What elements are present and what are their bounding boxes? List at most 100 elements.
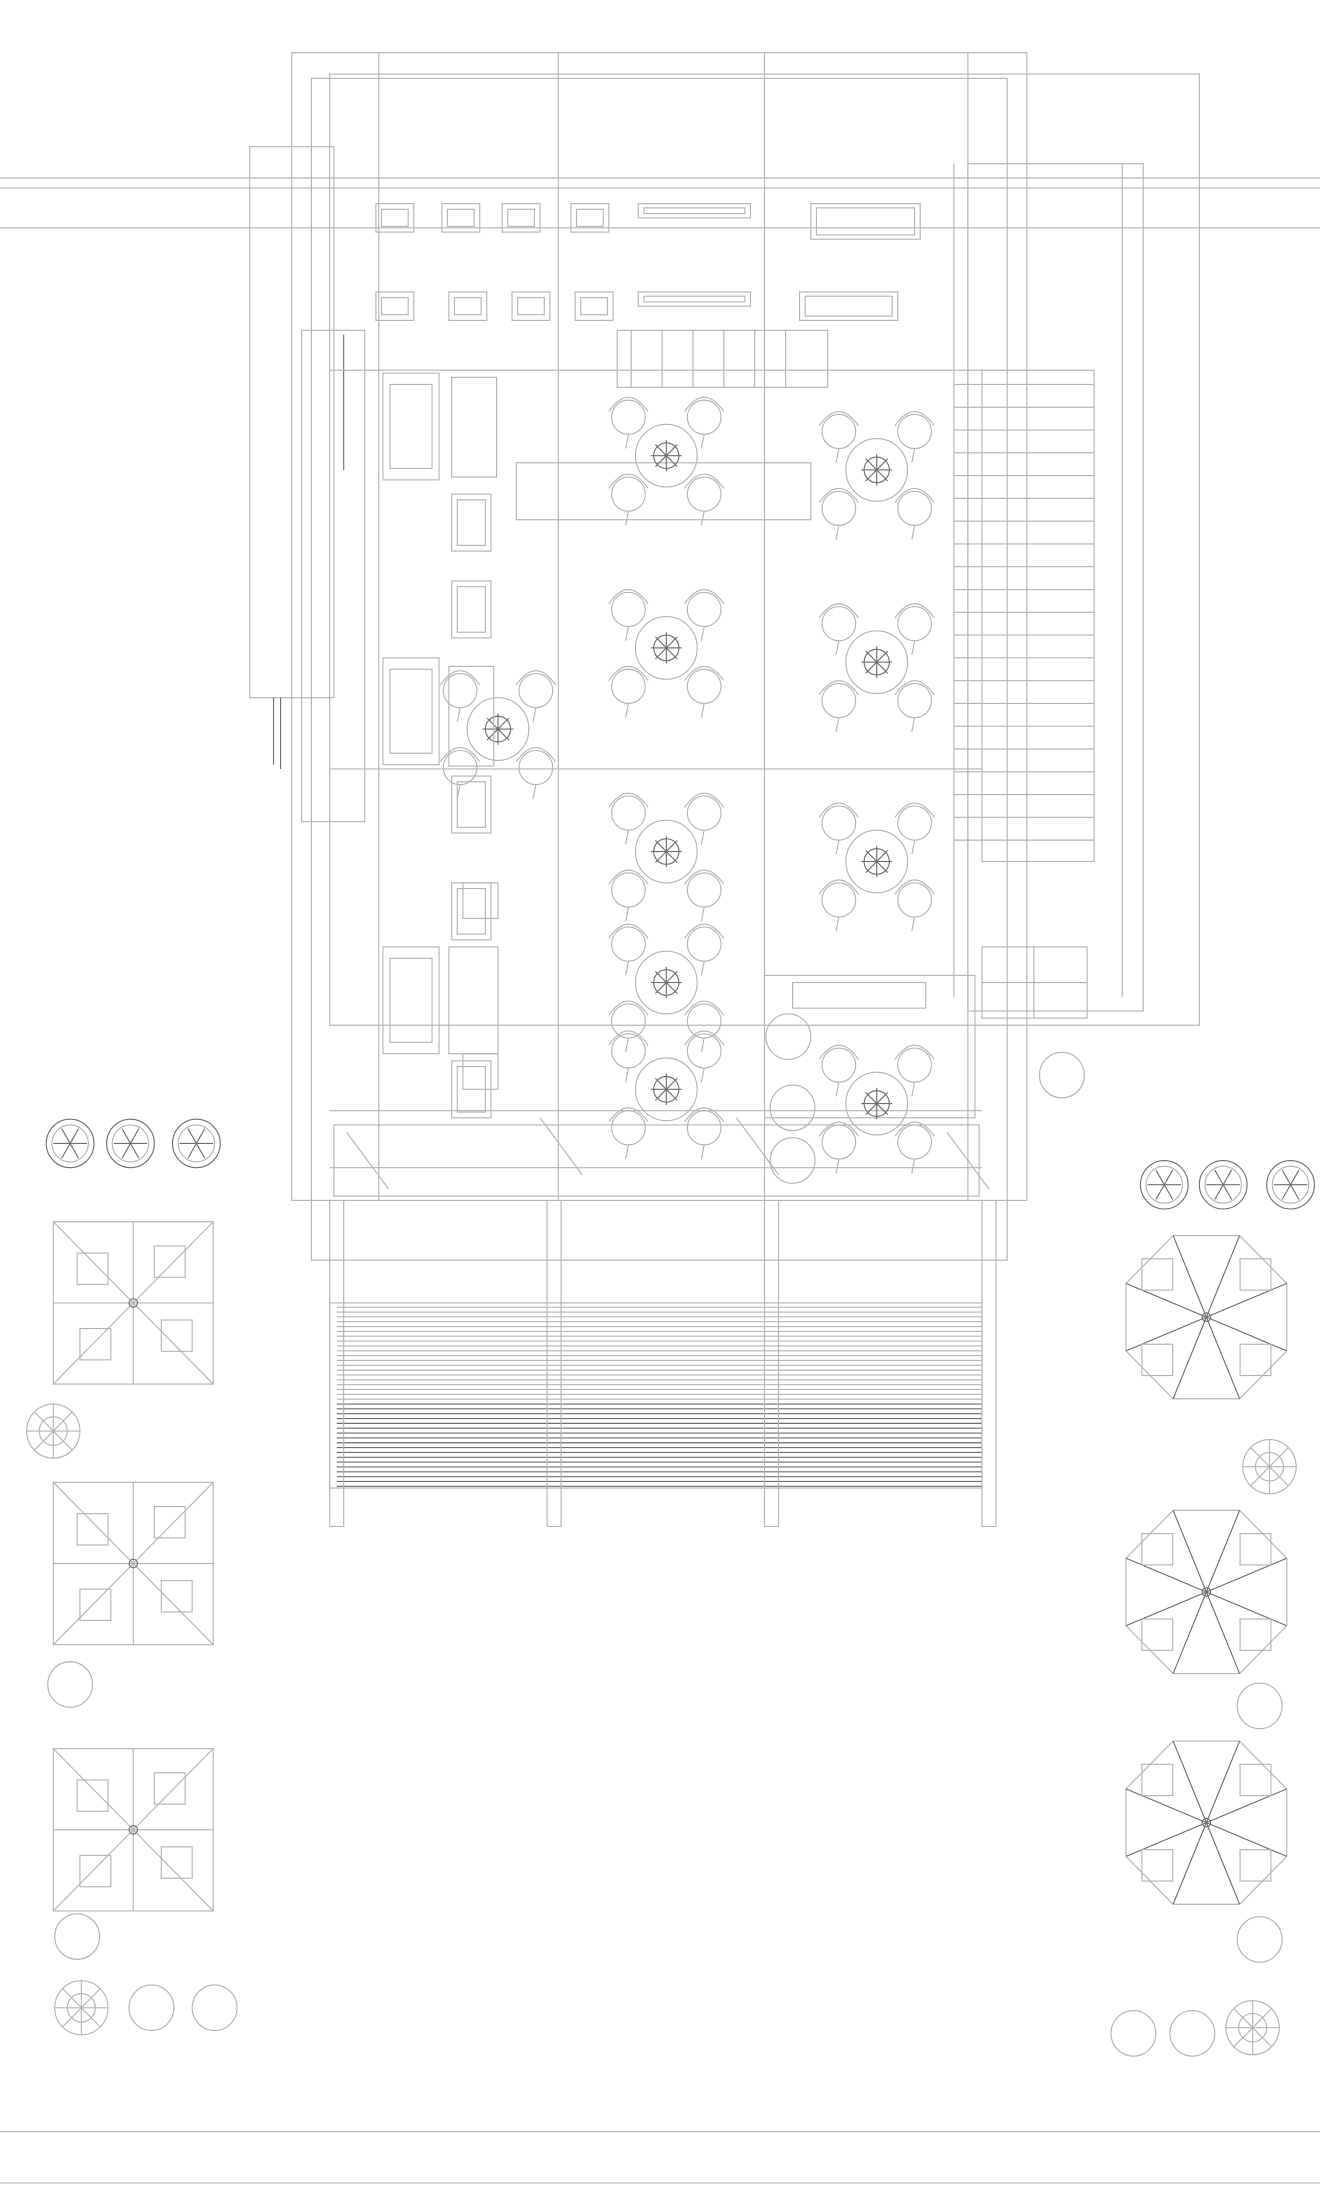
tree-icon (191, 1984, 238, 2032)
potted-plant-icon (1198, 1159, 1248, 1210)
chair-seat (821, 805, 857, 841)
chair-leg (835, 717, 840, 733)
furniture (382, 372, 935, 1174)
chair (684, 923, 725, 976)
window-pane (643, 295, 746, 303)
chair (515, 747, 556, 799)
window (574, 291, 614, 321)
chair-back (440, 670, 481, 686)
chair-seat (686, 591, 722, 628)
chair-leg (625, 906, 629, 922)
chair (608, 792, 649, 845)
chair-leg (835, 1082, 840, 1097)
table-spoke (1233, 2027, 1254, 2048)
coffee-table (448, 946, 499, 1055)
armchair-seat (456, 586, 486, 633)
ornament-spoke (876, 1092, 889, 1104)
chair-seat (611, 872, 646, 908)
chair (684, 1107, 725, 1160)
chair-back (608, 869, 649, 885)
ornament-spoke (865, 850, 878, 862)
umbrellas (52, 1221, 1288, 1912)
ornament-spoke (865, 1103, 878, 1116)
umbrella-pole (128, 1558, 139, 1569)
window-pane (815, 207, 916, 236)
chair-leg (625, 1037, 629, 1053)
chair-seat (518, 749, 554, 786)
window (570, 203, 610, 233)
window-pane (380, 208, 409, 227)
round-table (466, 697, 530, 761)
table-spoke (80, 1988, 101, 2009)
table-set (818, 603, 935, 733)
ornament-spoke (655, 840, 667, 852)
deck (329, 1117, 997, 1528)
pot-rim (45, 1118, 95, 1169)
railing-support (736, 1117, 779, 1176)
chair (608, 1030, 649, 1083)
chair (608, 869, 649, 922)
ornament-spoke (665, 851, 678, 863)
chair-leg (625, 1144, 629, 1160)
chair (818, 879, 859, 932)
table-set (608, 1030, 725, 1160)
chair (608, 588, 649, 641)
square-umbrella (52, 1221, 214, 1385)
small-round-table (1225, 2000, 1280, 2056)
chair-back (608, 473, 649, 489)
leaf (61, 1143, 71, 1159)
chair (894, 1121, 935, 1174)
table-set (608, 588, 725, 718)
chair-seat (686, 1110, 722, 1146)
ornament-spoke (665, 444, 678, 457)
leaf (69, 1143, 80, 1159)
chair (894, 410, 935, 463)
chair-back (684, 869, 725, 885)
chair-back (684, 1000, 725, 1016)
umbrella-rib (1206, 1591, 1287, 1627)
potted-plant-icon (1266, 1159, 1315, 1210)
pot-inner (1145, 1165, 1184, 1204)
umbrella-rib (1206, 1788, 1287, 1824)
umbrella-rib (1125, 1316, 1207, 1352)
table-set (818, 1044, 935, 1174)
sofa-cushion (389, 957, 433, 1043)
chair-seat (611, 399, 646, 435)
ornament-spoke (497, 717, 510, 730)
umbrella-pole (128, 1824, 139, 1835)
umbrella-rib (1125, 1591, 1207, 1627)
chair-seat (897, 805, 932, 841)
chair-seat (897, 882, 932, 918)
umbrella-rib (1125, 1282, 1207, 1318)
chair-seat (518, 672, 554, 709)
tree-icon (1038, 1051, 1085, 1099)
chair-leg (835, 916, 840, 932)
lounge-chair (76, 1779, 109, 1812)
umbrella-rib (1172, 1316, 1207, 1399)
guide-lines (0, 177, 1320, 2184)
umbrella-rib (1205, 1510, 1241, 1593)
umbrella-rib (1172, 1591, 1207, 1674)
umbrella-rib (1205, 1316, 1241, 1399)
window-pane (575, 208, 604, 227)
chair (818, 603, 859, 656)
ornament-spoke (876, 661, 889, 674)
octagon-umbrella (1125, 1234, 1288, 1400)
window-pane (517, 297, 545, 316)
lounge-chair (79, 1327, 112, 1361)
tree-icon (1169, 2010, 1216, 2057)
table-spoke (1252, 2008, 1272, 2029)
window (501, 203, 541, 233)
chair-back (818, 879, 859, 895)
pot-inner (1271, 1165, 1310, 1204)
lounge-chair (1239, 1533, 1272, 1566)
chair (684, 396, 725, 449)
chair-leg (532, 784, 537, 799)
chair-back (818, 1121, 859, 1137)
ornament-spoke (865, 469, 878, 482)
chair (608, 1000, 649, 1053)
ornament-spoke (486, 717, 499, 730)
ornament-spoke (655, 455, 667, 468)
round-table (845, 1071, 909, 1136)
